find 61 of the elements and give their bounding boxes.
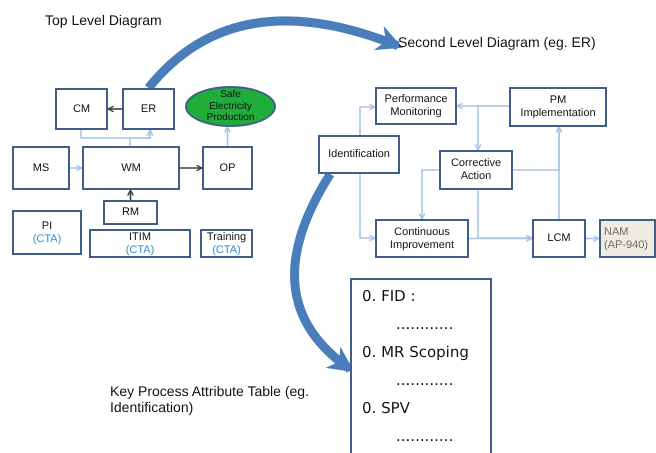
node-text: PM Implementation	[519, 94, 597, 120]
process-box	[103, 200, 158, 225]
arrow	[359, 174, 376, 242]
arrow	[180, 164, 203, 172]
note-text: (CTA)	[32, 232, 62, 246]
node-text: ER	[140, 102, 156, 116]
arrow	[127, 189, 134, 200]
node-text: WM	[121, 162, 141, 174]
process-box	[509, 87, 607, 127]
table-item: 0. MR Scoping	[362, 342, 470, 363]
table-item: 0. SPV	[362, 398, 411, 419]
process-box	[439, 150, 513, 190]
node-text: NAM (AP-940)	[604, 226, 650, 252]
node-text: ITIM	[129, 230, 151, 244]
process-box	[122, 88, 175, 130]
process-box	[12, 210, 82, 255]
process-box	[82, 146, 180, 190]
placeholder-dots: ............	[395, 426, 454, 447]
node-text: Second Level Diagram (eg. ER)	[398, 34, 596, 50]
node-text: Continuous Improvement	[388, 226, 456, 252]
node-text: RM	[122, 206, 140, 219]
process-box	[318, 135, 400, 174]
node-text: PI	[42, 220, 52, 232]
process-box	[200, 229, 253, 258]
node-text: Corrective Action	[450, 157, 502, 183]
process-box	[55, 88, 108, 130]
arrow	[469, 235, 533, 242]
note-text: (CTA)	[126, 244, 154, 256]
node-text: LCM	[547, 232, 571, 245]
external-box	[599, 219, 656, 258]
attribute-table	[350, 278, 492, 453]
arrow	[586, 235, 600, 242]
process-box	[375, 87, 457, 125]
node-text: MS	[32, 162, 50, 174]
arrow	[224, 126, 231, 146]
arrow	[129, 129, 154, 146]
node-text: Safe Electricity Production	[206, 89, 256, 124]
arrow	[477, 190, 533, 242]
table-item: 0. FID :	[362, 286, 417, 307]
process-box	[532, 219, 586, 258]
arrow	[70, 164, 83, 172]
process-box	[375, 219, 469, 258]
arrow	[359, 104, 376, 135]
curved-arrow	[145, 16, 403, 91]
node-text: CM	[72, 102, 90, 116]
process-box	[12, 146, 70, 190]
process-box	[202, 146, 253, 190]
arrow	[556, 126, 562, 219]
node-text: Performance Monitoring	[384, 93, 448, 119]
process-box	[89, 229, 191, 258]
node-text: Training	[206, 230, 246, 244]
arrow	[418, 169, 439, 220]
placeholder-dots: ............	[395, 314, 454, 335]
note-text: (CTA)	[212, 244, 241, 256]
section-title: Key Process Attribute Table (eg. Identification)	[110, 383, 310, 415]
arrow	[107, 106, 122, 112]
section-title: Top Level Diagram	[45, 12, 163, 28]
placeholder-dots: ............	[395, 370, 454, 391]
node-text: OP	[220, 162, 236, 174]
arrow	[474, 105, 509, 151]
node-text: Identification	[328, 148, 390, 161]
